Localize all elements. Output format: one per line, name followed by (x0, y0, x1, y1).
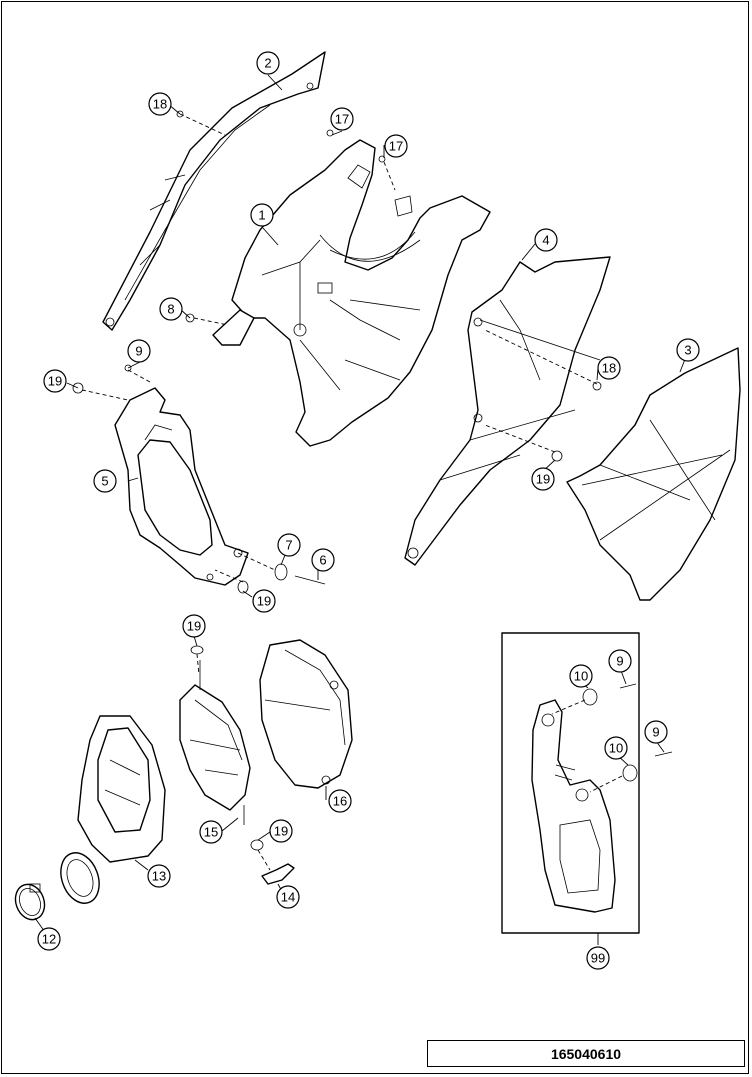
hardware-fasteners (72, 110, 673, 851)
callout-6: 6 (311, 548, 335, 572)
callout-12: 12 (37, 927, 61, 951)
svg-text:9: 9 (135, 344, 142, 359)
svg-text:10: 10 (609, 741, 623, 756)
svg-text:9: 9 (616, 654, 623, 669)
callout-9-b: 9 (608, 649, 632, 673)
callout-19-e: 19 (269, 819, 293, 843)
callout-16: 16 (328, 789, 352, 813)
callout-4: 4 (534, 228, 558, 252)
svg-text:17: 17 (389, 139, 403, 154)
part-2-side-strip (102, 51, 326, 331)
callout-19-c: 19 (531, 467, 555, 491)
callout-15: 15 (199, 820, 223, 844)
callout-19-b: 19 (252, 589, 276, 613)
document-number: 165040610 (427, 1040, 745, 1067)
svg-text:13: 13 (152, 869, 166, 884)
svg-text:6: 6 (319, 553, 326, 568)
callout-7: 7 (277, 533, 301, 557)
callout-1: 1 (250, 203, 274, 227)
callout-99: 99 (586, 946, 610, 970)
part-3-number-plate (566, 347, 741, 601)
svg-text:19: 19 (257, 594, 271, 609)
svg-text:18: 18 (602, 361, 616, 376)
svg-text:18: 18 (153, 97, 167, 112)
callout-13: 13 (147, 864, 171, 888)
callout-10-a: 10 (569, 664, 593, 688)
callout-10-b: 10 (604, 736, 628, 760)
svg-text:12: 12 (42, 932, 56, 947)
leader-lines (34, 74, 688, 945)
part-99-inset-bracket (501, 632, 640, 934)
svg-text:8: 8 (167, 302, 174, 317)
svg-text:99: 99 (591, 951, 605, 966)
svg-text:4: 4 (542, 233, 549, 248)
part-14-clip (261, 863, 295, 885)
part-13-intake-boot (60, 715, 166, 904)
svg-text:5: 5 (101, 474, 108, 489)
callout-5: 5 (93, 469, 117, 493)
svg-text:1: 1 (258, 208, 265, 223)
svg-text:19: 19 (187, 619, 201, 634)
svg-text:7: 7 (285, 538, 292, 553)
svg-text:14: 14 (281, 890, 295, 905)
callout-8: 8 (159, 297, 183, 321)
callout-17-b: 17 (384, 134, 408, 158)
part-12-hose-clamp (14, 883, 46, 921)
part-15-filter-cage (179, 660, 251, 825)
callout-14: 14 (276, 885, 300, 909)
part-5-filter-frame (114, 387, 249, 586)
svg-text:19: 19 (274, 824, 288, 839)
callout-18-b: 18 (597, 356, 621, 380)
svg-text:16: 16 (333, 794, 347, 809)
callout-18-a: 18 (148, 92, 172, 116)
callout-17-a: 17 (330, 107, 354, 131)
callout-19-d: 19 (182, 614, 206, 638)
callout-3: 3 (676, 338, 700, 362)
callout-9-c: 9 (644, 720, 668, 744)
part-16-air-filter (259, 639, 353, 789)
callout-9-a: 9 (127, 339, 151, 363)
svg-text:15: 15 (204, 825, 218, 840)
svg-text:10: 10 (574, 669, 588, 684)
svg-text:19: 19 (536, 472, 550, 487)
svg-text:17: 17 (335, 112, 349, 127)
svg-text:9: 9 (652, 725, 659, 740)
svg-text:3: 3 (684, 343, 691, 358)
svg-text:2: 2 (264, 56, 271, 71)
callout-2: 2 (256, 51, 280, 75)
callout-19-a: 19 (43, 369, 67, 393)
svg-text:19: 19 (48, 374, 62, 389)
part-4-right-side-panel (404, 256, 611, 566)
part-1-airbox-housing (212, 139, 491, 447)
